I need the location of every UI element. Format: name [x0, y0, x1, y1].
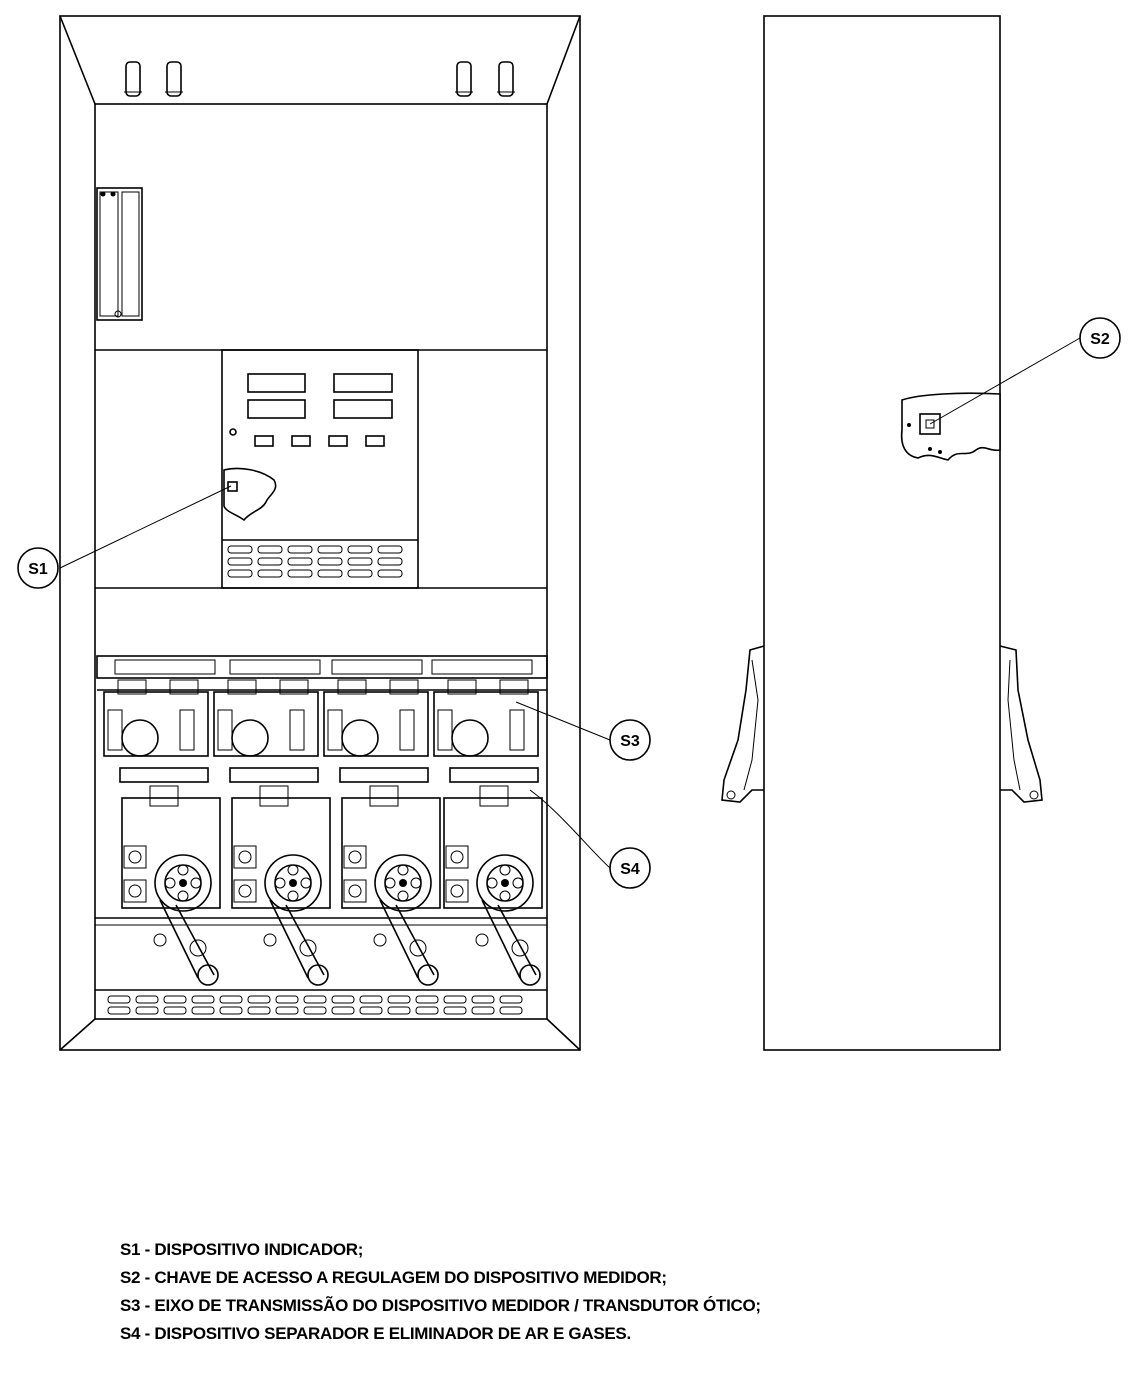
front-view-cabinet [59, 15, 581, 1051]
callout-s3-label: S3 [620, 733, 640, 750]
side-view-cabinet [721, 15, 1043, 1051]
callout-s4-label: S4 [620, 861, 640, 878]
top-bolts [124, 61, 515, 97]
legend-item-s2: S2 - CHAVE DE ACESSO A REGULAGEM DO DISP… [120, 1268, 667, 1287]
indicator-display-panel [221, 349, 419, 589]
legend-item-s3: S3 - EIXO DE TRANSMISSÃO DO DISPOSITIVO … [120, 1296, 761, 1315]
meter-unit-4 [433, 679, 543, 986]
callout-s1: S1 [17, 485, 232, 589]
meter-unit-1 [103, 679, 221, 986]
display-vents [227, 545, 403, 578]
callout-s1-label: S1 [28, 561, 48, 578]
meter-manifold [96, 655, 548, 691]
legend: S1 - DISPOSITIVO INDICADOR; S2 - CHAVE D… [120, 1236, 1080, 1348]
callout-s2: S2 [929, 317, 1121, 425]
hinge-bracket [96, 187, 143, 321]
legend-item-s1: S1 - DISPOSITIVO INDICADOR; [120, 1240, 364, 1259]
meter-unit-3 [323, 679, 441, 986]
callout-s3: S3 [515, 701, 651, 761]
bottom-vents [107, 995, 523, 1015]
callout-s4: S4 [529, 789, 651, 889]
legend-item-s4: S4 - DISPOSITIVO SEPARADOR E ELIMINADOR … [120, 1324, 631, 1343]
meter-unit-2 [213, 679, 331, 986]
callout-s2-label: S2 [1090, 331, 1110, 348]
